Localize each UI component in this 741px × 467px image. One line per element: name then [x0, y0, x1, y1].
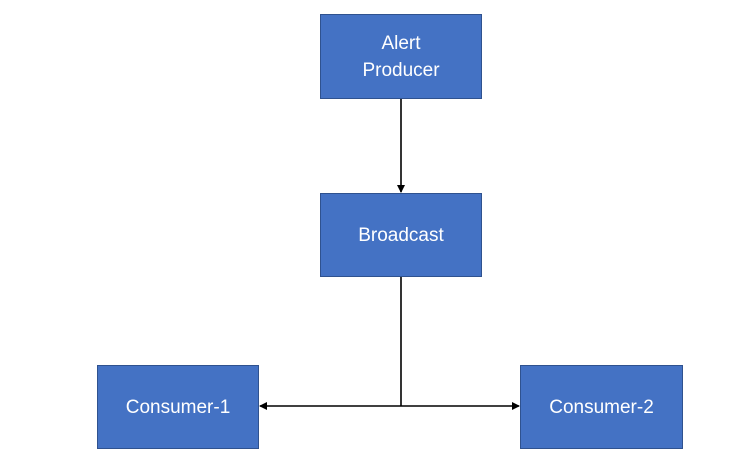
consumer-1-node: Consumer-1 — [97, 365, 259, 449]
alert-producer-node: Alert Producer — [320, 14, 482, 99]
broadcast-node: Broadcast — [320, 193, 482, 277]
broadcast-label: Broadcast — [358, 224, 444, 246]
alert-producer-label: Alert Producer — [362, 32, 440, 81]
consumer-1-label: Consumer-1 — [125, 396, 231, 418]
consumer-2-label: Consumer-2 — [549, 396, 654, 418]
consumer-2-node: Consumer-2 — [520, 365, 683, 449]
